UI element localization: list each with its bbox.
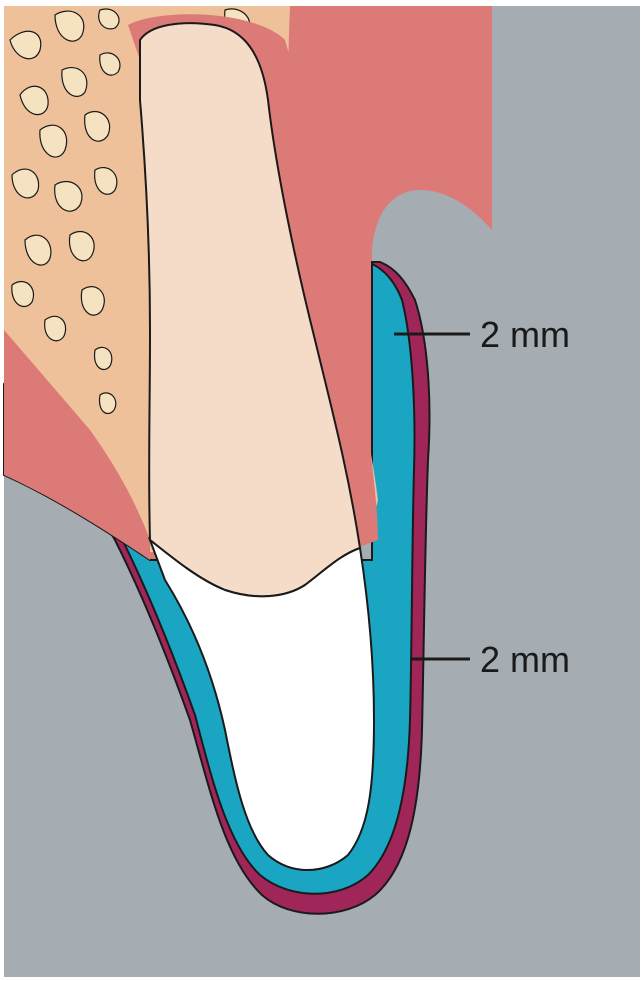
lower-measurement-label: 2 mm — [480, 639, 570, 680]
upper-measurement-label: 2 mm — [480, 314, 570, 355]
